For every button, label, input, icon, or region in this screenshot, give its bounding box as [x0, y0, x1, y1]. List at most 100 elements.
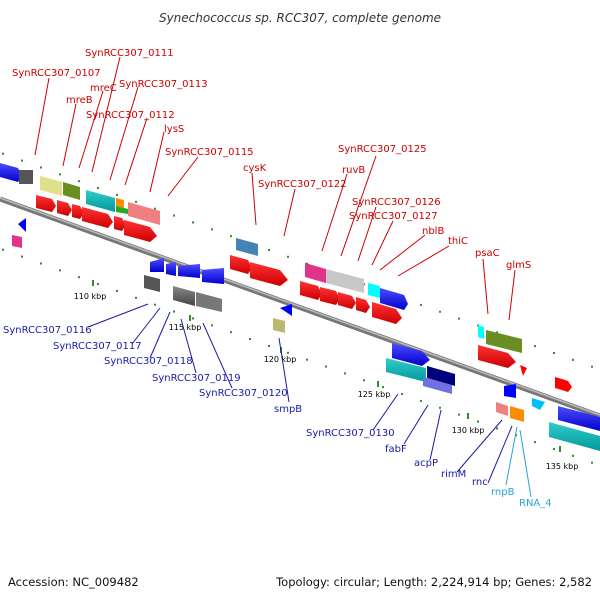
- track-dot: [534, 441, 536, 444]
- gene-label: mreB: [66, 95, 93, 106]
- gene-label: SynRCC307_0111: [85, 48, 174, 59]
- track-dot: [325, 365, 327, 368]
- track-dot: [116, 289, 118, 292]
- track-dot: [40, 166, 42, 169]
- track-dot: [477, 420, 479, 423]
- rna-gene-labels: rnpB RNA_4: [491, 426, 552, 509]
- track-dot: [230, 235, 232, 238]
- tick-label: 130 kbp: [452, 426, 485, 435]
- tick-label: 115 kbp: [169, 323, 202, 332]
- gene-label: SynRCC307_0130: [306, 428, 395, 439]
- track-dot: [268, 248, 270, 251]
- gene-label: RNA_4: [519, 498, 552, 509]
- gene-label: rimM: [441, 469, 466, 480]
- track-dot: [21, 255, 23, 258]
- track-dot: [173, 310, 175, 313]
- track-dot: [572, 358, 574, 361]
- track-dot: [2, 152, 4, 155]
- track-dot: [496, 427, 498, 430]
- track-dot: [287, 351, 289, 354]
- gene-label: SynRCC307_0112: [86, 110, 175, 121]
- track-dot: [572, 454, 574, 457]
- track-dot: [97, 283, 99, 286]
- track-dot: [154, 207, 156, 210]
- genome-backbone: [0, 196, 600, 419]
- gene-label: SynRCC307_0115: [165, 147, 254, 158]
- gene-label: SynRCC307_0125: [338, 144, 427, 155]
- track-dot: [211, 324, 213, 327]
- gene-label: glmS: [506, 260, 531, 271]
- track-dot: [401, 393, 403, 396]
- gene-label: SynRCC307_0107: [12, 68, 101, 79]
- gene-label: ruvB: [342, 165, 365, 176]
- gene-label: SynRCC307_0113: [119, 79, 208, 90]
- track-dot: [135, 200, 137, 203]
- lower-features: [12, 218, 600, 451]
- gene-label: psaC: [475, 248, 500, 259]
- track-dot: [420, 303, 422, 306]
- tick-label: 110 kbp: [74, 292, 107, 301]
- track-dot: [534, 345, 536, 348]
- track-dot: [344, 372, 346, 375]
- track-dot: [192, 221, 194, 224]
- track-dot: [2, 248, 4, 251]
- tick-label: 135 kbp: [546, 462, 579, 471]
- track-dot: [135, 296, 137, 299]
- track-dot: [116, 193, 118, 196]
- tick-label: 125 kbp: [358, 390, 391, 399]
- track-dot: [249, 338, 251, 341]
- track-dot: [59, 269, 61, 272]
- track-dot: [591, 365, 593, 368]
- kbp-ticks: 110 kbp 115 kbp 120 kbp 125 kbp 130 kbp …: [74, 280, 579, 471]
- track-dot: [515, 434, 517, 437]
- gene-label: lysS: [164, 124, 184, 135]
- track-dot: [458, 413, 460, 416]
- gene-label: mreC: [90, 83, 117, 94]
- track-dot: [192, 317, 194, 320]
- gene-label: acpP: [414, 458, 438, 469]
- gene-label: SynRCC307_0120: [199, 388, 288, 399]
- track-dot: [553, 352, 555, 355]
- track-dot: [97, 187, 99, 190]
- gene-label: smpB: [274, 404, 302, 415]
- track-dot: [306, 358, 308, 361]
- gene-label: SynRCC307_0119: [152, 373, 241, 384]
- gene-label: fabF: [385, 444, 407, 455]
- track-dot: [173, 214, 175, 217]
- track-dot: [59, 173, 61, 176]
- gene-label: nblB: [422, 226, 444, 237]
- track-dot: [268, 344, 270, 347]
- gene-label: rnpB: [491, 487, 515, 498]
- gene-label: cysK: [243, 163, 267, 174]
- track-dot: [154, 303, 156, 306]
- gene-label: SynRCC307_0122: [258, 179, 347, 190]
- upper-gene-labels: SynRCC307_0107 mreB mreC SynRCC307_0111 …: [12, 48, 531, 321]
- track-dot: [287, 255, 289, 258]
- track-dot: [420, 399, 422, 402]
- gene-label: SynRCC307_0116: [3, 325, 92, 336]
- gene-label: rnc: [472, 477, 488, 488]
- track-dot: [230, 331, 232, 334]
- upper-features: [0, 163, 572, 392]
- gene-label: SynRCC307_0126: [352, 197, 441, 208]
- track-dot: [591, 461, 593, 464]
- gene-label: SynRCC307_0118: [104, 356, 193, 367]
- track-dot: [363, 379, 365, 382]
- gene-label: SynRCC307_0117: [53, 341, 142, 352]
- track-dot: [553, 448, 555, 451]
- track-dot: [496, 331, 498, 334]
- map-title: Synechococcus sp. RCC307, complete genom…: [159, 11, 441, 25]
- track-dot: [439, 310, 441, 313]
- track-dot: [78, 180, 80, 183]
- summary-text: Topology: circular; Length: 2,224,914 bp…: [275, 575, 592, 589]
- track-dot: [439, 406, 441, 409]
- gene-label: thiC: [448, 236, 468, 247]
- track-dot: [458, 317, 460, 320]
- track-dot: [382, 386, 384, 389]
- track-dot: [78, 276, 80, 279]
- track-dot: [211, 228, 213, 231]
- track-dot: [40, 262, 42, 265]
- lower-gene-labels: SynRCC307_0116 SynRCC307_0117 SynRCC307_…: [3, 303, 513, 488]
- track-dot: [21, 159, 23, 162]
